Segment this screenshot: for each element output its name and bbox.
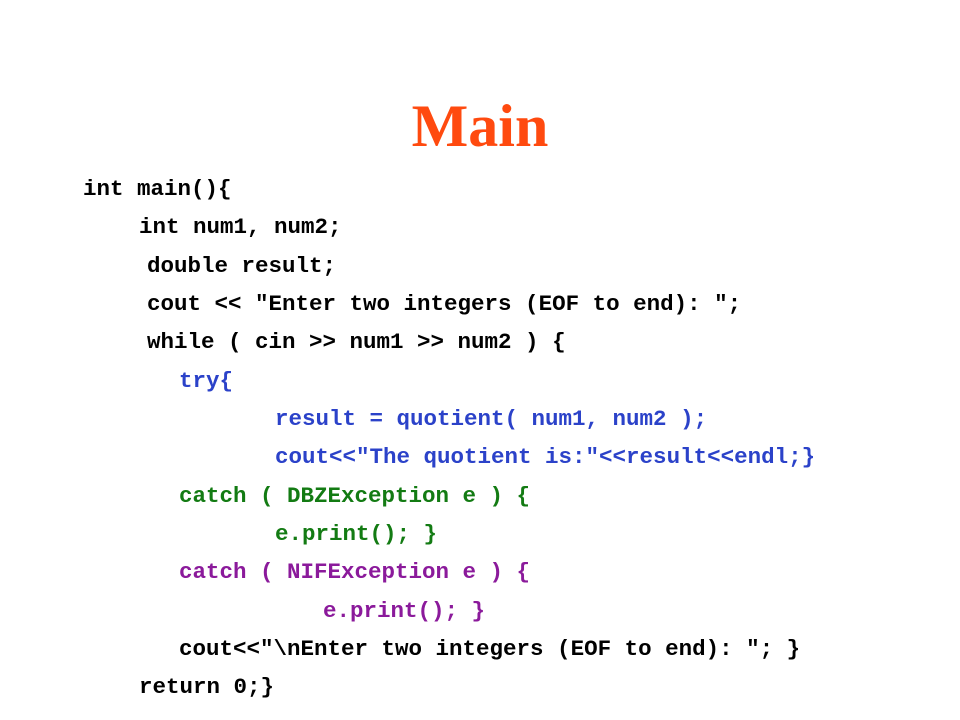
code-line-return: return 0;} [139, 674, 275, 700]
code-line-cout-reprompt: cout<<"\nEnter two integers (EOF to end)… [179, 636, 801, 662]
code-line-catch-dbz: catch ( DBZException e ) { [179, 483, 531, 509]
code-line-cout-quotient: cout<<"The quotient is:"<<result<<endl;} [275, 444, 816, 470]
code-line-int-decl: int num1, num2; [139, 214, 342, 240]
code-line-catch-nif: catch ( NIFException e ) { [179, 559, 531, 585]
code-line-double-decl: double result; [147, 253, 337, 279]
code-line-cout-prompt: cout << "Enter two integers (EOF to end)… [147, 291, 742, 317]
code-line-main-signature: int main(){ [83, 176, 232, 202]
slide-title: Main [411, 93, 549, 159]
code-line-while: while ( cin >> num1 >> num2 ) { [147, 329, 566, 355]
code-line-dbz-print: e.print(); } [275, 521, 438, 547]
code-line-nif-print: e.print(); } [323, 598, 486, 624]
code-line-try: try{ [179, 368, 234, 394]
code-line-result-assign: result = quotient( num1, num2 ); [275, 406, 708, 432]
